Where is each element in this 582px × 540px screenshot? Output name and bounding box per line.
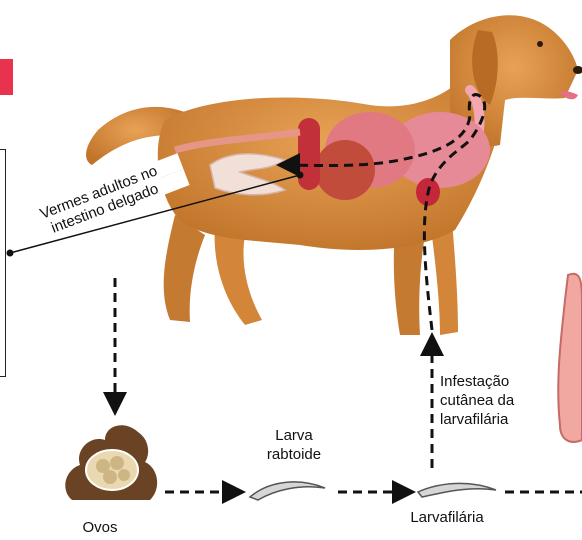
rhabditoid-label-line1: Larva xyxy=(254,426,334,445)
egg-cell xyxy=(103,470,117,484)
filariform-larva xyxy=(418,483,496,497)
leader-dot-left xyxy=(7,250,14,257)
infestation-line1: Infestação xyxy=(440,372,560,391)
egg-cell xyxy=(110,456,124,470)
stomach xyxy=(315,140,375,200)
kidney xyxy=(298,118,320,190)
skin-section xyxy=(558,274,582,442)
egg-cell xyxy=(118,469,130,481)
eggs-illustration xyxy=(65,425,157,500)
dog-back-leg xyxy=(164,215,205,322)
rhabditoid-larva xyxy=(250,482,325,500)
filariform-label: Larvafilária xyxy=(392,508,502,527)
leader-dot-right xyxy=(297,172,304,179)
egg-capsule xyxy=(86,450,138,490)
infestation-line2: cutânea da xyxy=(440,391,560,410)
infestation-label: Infestação cutânea da larvafilária xyxy=(440,372,560,429)
infestation-line3: larvafilária xyxy=(440,410,560,429)
eggs-label: Ovos xyxy=(70,518,130,537)
rhabditoid-label: Larva rabtoide xyxy=(254,426,334,464)
rhabditoid-label-line2: rabtoide xyxy=(254,445,334,464)
dog-eye xyxy=(537,41,543,47)
